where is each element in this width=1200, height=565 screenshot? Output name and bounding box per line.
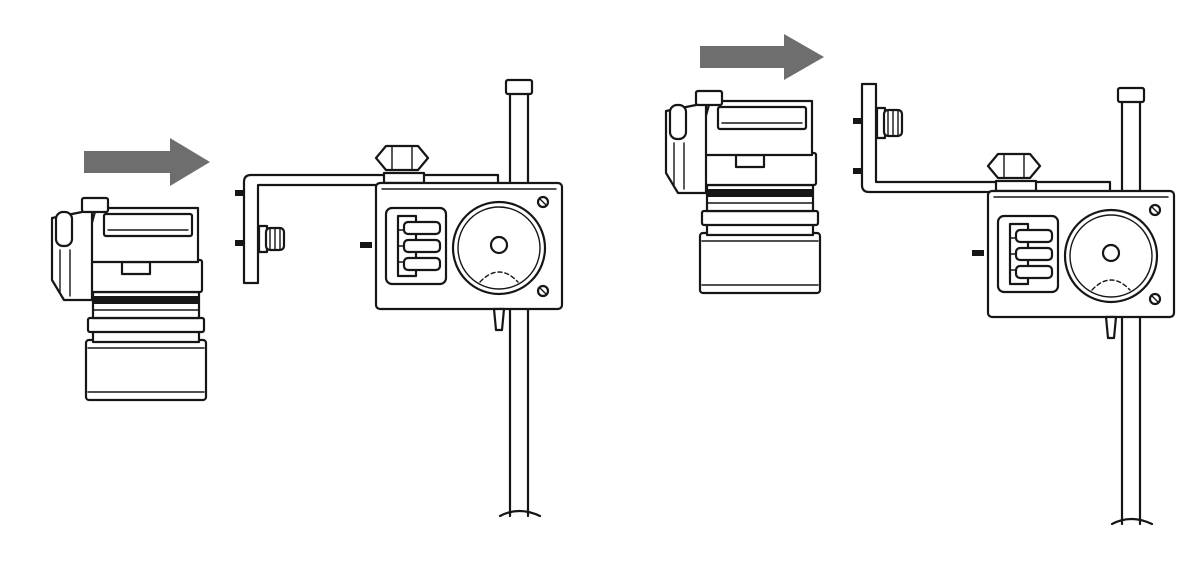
panel-step-2 (664, 34, 1176, 526)
l-bracket (853, 82, 1112, 194)
panel-step-1 (50, 78, 564, 518)
mount-box (358, 144, 564, 332)
camera-head (50, 196, 208, 402)
camera-head (664, 89, 822, 295)
insert-arrow (700, 34, 824, 80)
insert-arrow (84, 138, 210, 186)
